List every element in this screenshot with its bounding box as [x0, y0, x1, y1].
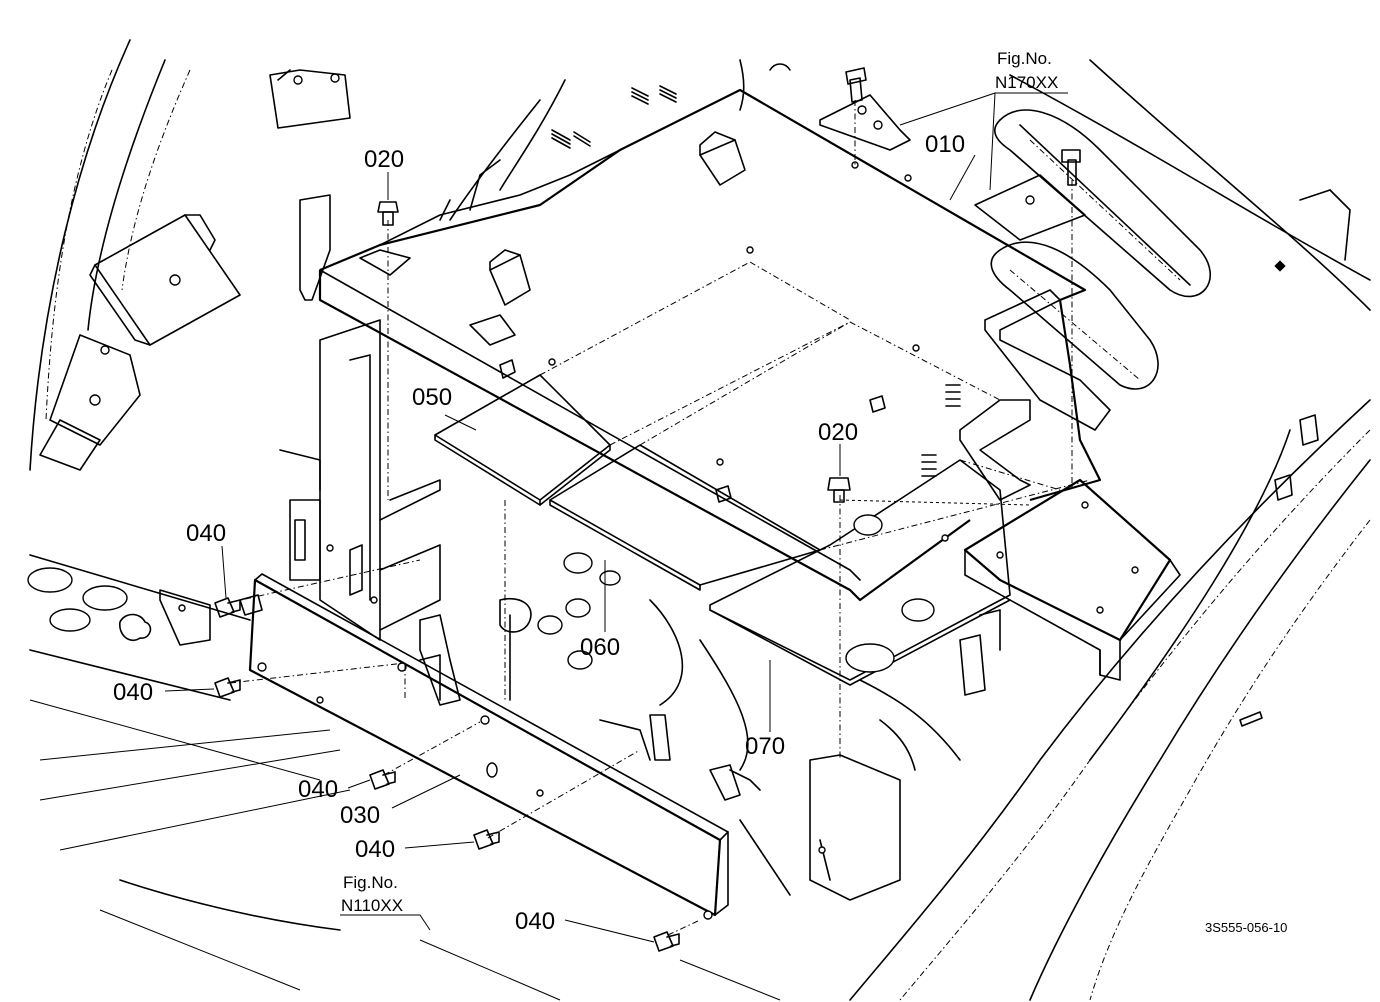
bolt-040-c	[369, 769, 396, 790]
callout-020-right: 020	[818, 419, 858, 446]
floor-holes-left	[27, 567, 211, 646]
callout-070: 070	[745, 733, 785, 760]
callout-040-a: 040	[186, 520, 226, 547]
bolt-020-right	[827, 477, 851, 503]
figure-ref-bottom-number: N110XX	[341, 896, 403, 915]
callout-020-top: 020	[364, 146, 404, 173]
right-lower-bracket	[963, 414, 1319, 727]
bolts	[214, 201, 851, 952]
callout-040-b: 040	[113, 679, 153, 706]
callout-010: 010	[925, 131, 965, 158]
bolt-040-a	[214, 597, 241, 618]
figure-ref-bottom: Fig.No. N110XX	[341, 873, 403, 915]
callout-040-c: 040	[298, 776, 338, 803]
drawing-code: 3S555-056-10	[1205, 920, 1287, 935]
callout-030: 030	[340, 802, 380, 829]
alignment-lines	[229, 100, 1091, 936]
bolt-040-b	[214, 677, 241, 698]
callout-040-d: 040	[355, 836, 395, 863]
part-010-top-plate	[318, 67, 1111, 602]
figure-ref-top-label: Fig.No.	[997, 49, 1052, 68]
left-frame	[279, 194, 441, 641]
callout-labels: 010 020 020 050 040 060 040 070 040 030 …	[113, 131, 965, 935]
callout-040-e: 040	[515, 908, 555, 935]
part-050-mat	[434, 374, 611, 506]
part-030-front-panel	[239, 573, 729, 920]
background-frame	[29, 39, 1371, 1001]
callout-050: 050	[412, 384, 452, 411]
leader-lines	[164, 92, 1068, 943]
underbody	[419, 552, 1001, 901]
left-brackets	[39, 69, 351, 471]
figure-ref-bottom-label: Fig.No.	[343, 873, 398, 892]
bolt-040-e	[653, 931, 680, 952]
bolt-020-top	[377, 201, 399, 226]
callout-060: 060	[580, 634, 620, 661]
figure-ref-top-number: N170XX	[995, 73, 1058, 92]
figure-ref-top: Fig.No. N170XX	[995, 49, 1058, 92]
part-070-mat	[709, 459, 1011, 686]
bolt-040-d	[473, 829, 500, 850]
